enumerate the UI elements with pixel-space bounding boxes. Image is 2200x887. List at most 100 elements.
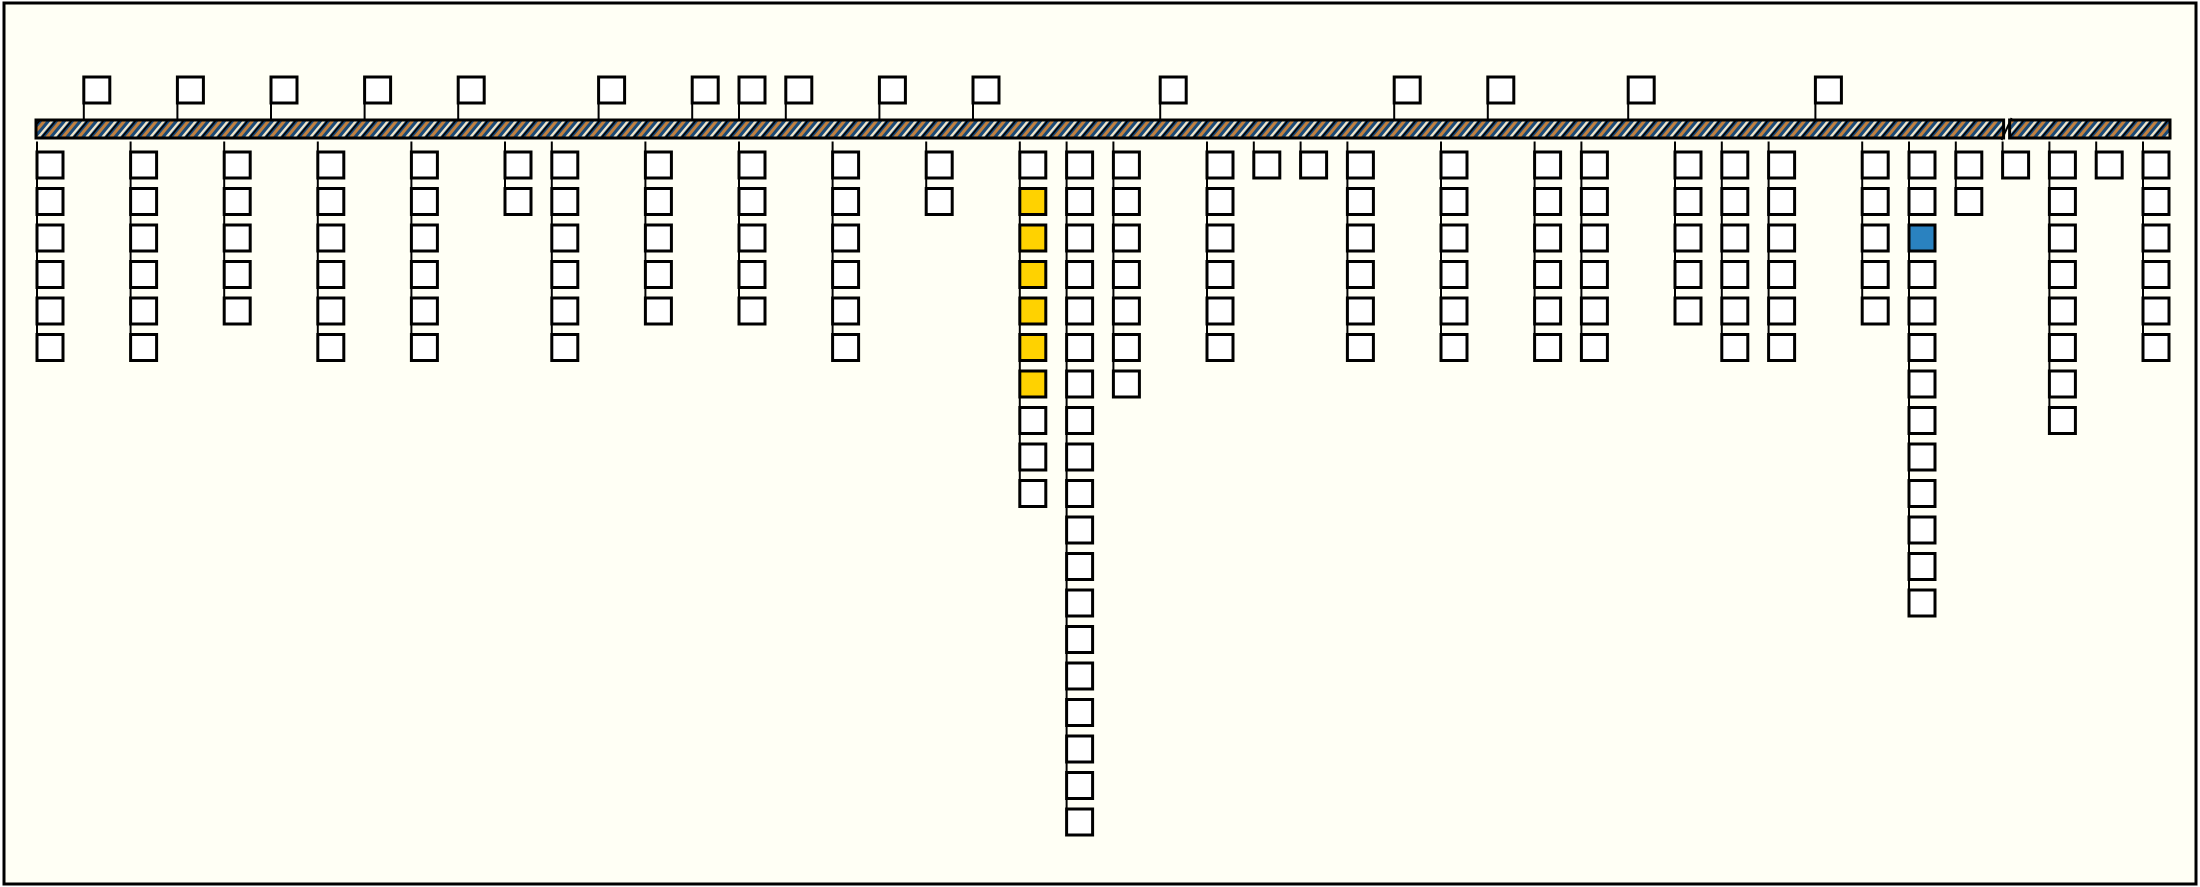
mutation-box: [1111, 296, 1141, 326]
mutation-box: [1065, 515, 1095, 545]
mutation-box: [1065, 260, 1095, 289]
mutation-box: [2047, 187, 2077, 216]
mutation-box: [1439, 260, 1469, 289]
mutation-box: [737, 150, 767, 180]
mutation-box: [2141, 260, 2171, 289]
mutation-box: [1533, 223, 1563, 253]
mutation-box: [1065, 369, 1095, 399]
mutation-column: [35, 141, 65, 362]
mutation-box: [924, 187, 954, 216]
mutation-box: [1720, 333, 1750, 362]
mutation-box: [643, 150, 673, 180]
mutation-box: [1673, 223, 1703, 253]
mutation-column: [1720, 141, 1750, 362]
mutation-box: [737, 223, 767, 253]
mutation-box: [409, 260, 439, 289]
mutation-box: [1907, 150, 1937, 180]
mutation-box: [129, 296, 159, 326]
mutation-box: [1907, 296, 1937, 326]
mutation-box: [2047, 333, 2077, 362]
mutation-box: [1252, 150, 1282, 180]
mutation-box: [1439, 296, 1469, 326]
mutation-column: [737, 141, 767, 326]
mutation-box: [35, 223, 65, 253]
mutation-box: [1720, 296, 1750, 326]
mutation-box: [1533, 260, 1563, 289]
mutation-box: [550, 260, 580, 289]
mutation-column: [129, 141, 159, 362]
mutation-box: [35, 150, 65, 180]
mutation-box: [409, 187, 439, 216]
mutation-box: [1018, 442, 1048, 472]
mutation-box-highlight-yellow: [1018, 223, 1048, 253]
mutation-box: [1767, 150, 1797, 180]
mutation-column: [316, 141, 346, 362]
mutation-column: [1111, 141, 1141, 399]
mutation-column: [924, 141, 954, 216]
mutation-box: [1065, 625, 1095, 654]
mutation-box: [1111, 260, 1141, 289]
mutation-box: [1767, 187, 1797, 216]
mutation-box: [1907, 333, 1937, 362]
mutation-column: [409, 141, 439, 362]
mutation-box: [1767, 296, 1797, 326]
mutation-column: [503, 141, 533, 216]
mutation-box: [1767, 333, 1797, 362]
mutation-box: [1065, 442, 1095, 472]
mutation-box: [1533, 333, 1563, 362]
mutation-column: [1954, 141, 1984, 216]
mutation-column: [1252, 141, 1282, 180]
mutation-box: [1299, 150, 1329, 180]
mutation-box: [2094, 150, 2124, 180]
mutation-box: [129, 223, 159, 253]
mutation-box: [1345, 187, 1375, 216]
mutation-box: [222, 223, 252, 253]
mutation-box: [1065, 807, 1095, 837]
mutation-box: [1767, 260, 1797, 289]
mutation-box: [1860, 150, 1890, 180]
mutation-column: [2001, 141, 2031, 180]
mutation-box: [1579, 333, 1609, 362]
mutation-box: [643, 223, 673, 253]
mutation-box: [1439, 150, 1469, 180]
mutation-box: [1907, 552, 1937, 581]
mutation-column: [2047, 141, 2077, 435]
mutation-column: [1579, 141, 1609, 362]
mutation-box: [1579, 296, 1609, 326]
mutation-column: [1018, 141, 1048, 508]
mutation-box: [1907, 515, 1937, 545]
mutation-box: [643, 296, 673, 326]
mutation-box: [1720, 260, 1750, 289]
mutation-box: [1954, 150, 1984, 180]
mutation-box: [1720, 150, 1750, 180]
mutation-column: [831, 141, 861, 362]
mutation-box: [1579, 260, 1609, 289]
mutation-box: [2047, 406, 2077, 435]
mutation-box: [1579, 187, 1609, 216]
protein-track: [34, 117, 2172, 141]
mutation-column: [1860, 141, 1890, 326]
mutation-box: [1111, 333, 1141, 362]
mutation-box: [1533, 150, 1563, 180]
mutation-box: [643, 260, 673, 289]
mutation-box: [831, 150, 861, 180]
mutation-box: [1111, 369, 1141, 399]
mutation-column: [1907, 141, 1937, 618]
mutation-box: [737, 260, 767, 289]
mutation-column: [1533, 141, 1563, 362]
mutation-box: [1065, 588, 1095, 618]
marker-box: [690, 75, 720, 105]
mutation-box: [1065, 150, 1095, 180]
mutation-box: [1111, 223, 1141, 253]
mutation-column: [1065, 141, 1095, 837]
mutation-box: [503, 187, 533, 216]
mutation-column: [550, 141, 580, 362]
top-markers: [82, 75, 1843, 120]
mutation-box: [1205, 296, 1235, 326]
mutation-box: [1673, 187, 1703, 216]
mutation-box: [1954, 187, 1984, 216]
mutation-box: [316, 333, 346, 362]
marker-box: [269, 75, 299, 105]
mutation-box: [1720, 223, 1750, 253]
marker-box: [971, 75, 1001, 105]
